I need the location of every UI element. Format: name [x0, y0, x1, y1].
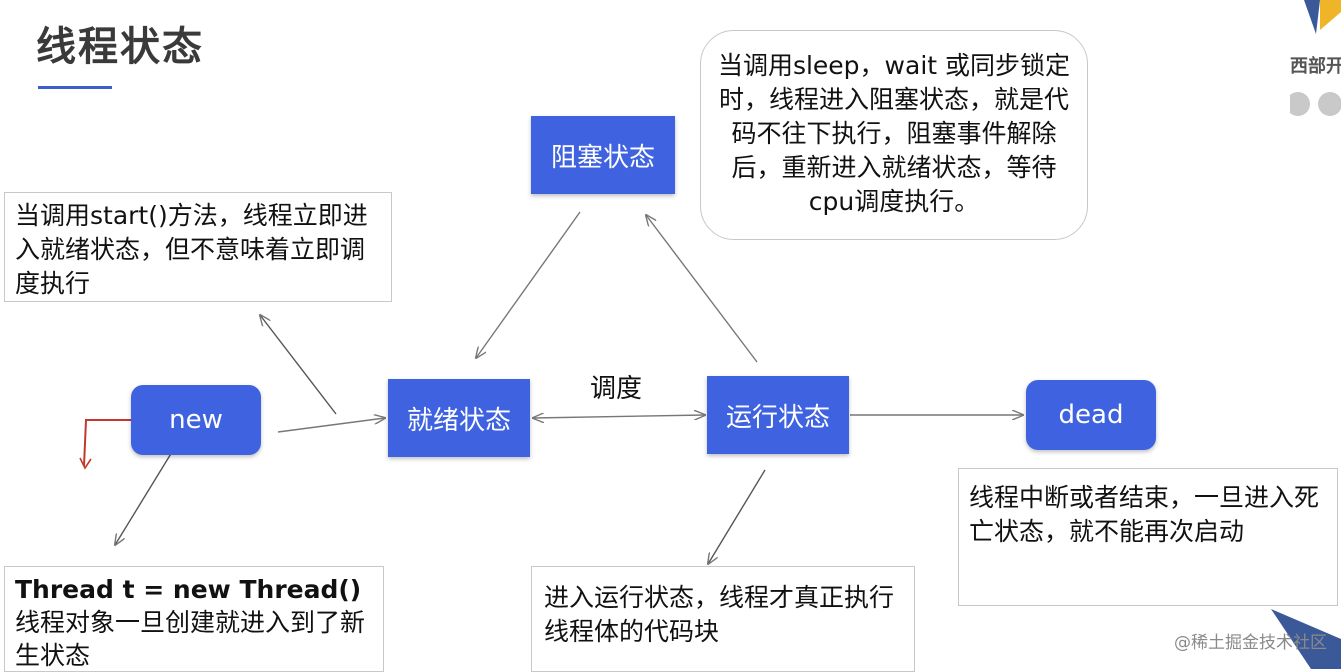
- title-underline: [38, 86, 112, 89]
- pen-annotation-mark: [83, 419, 152, 467]
- state-new: new: [131, 385, 261, 455]
- note-new-desc: 线程对象一旦创建就进入到了新生状态: [15, 608, 366, 670]
- note-running: 进入运行状态，线程才真正执行线程体的代码块: [531, 566, 915, 672]
- arrow-new-to-ready: [277, 418, 385, 433]
- state-dead: dead: [1026, 380, 1156, 450]
- corner-decoration: [1271, 609, 1341, 669]
- slide-dot-2: [1318, 92, 1341, 116]
- arrow-new-to-code-note: [115, 451, 173, 545]
- arrow-running-to-blocked: [646, 215, 758, 363]
- pen-annotation-tip: [79, 457, 92, 470]
- logo-mark-icon: [1304, 0, 1341, 34]
- state-ready: 就绪状态: [388, 379, 530, 457]
- slide-dot-1: [1290, 92, 1310, 116]
- brand-logo: 西部开: [1290, 0, 1341, 120]
- arrow-ready-running: [533, 415, 705, 418]
- arrow-running-to-note: [708, 469, 766, 564]
- page-title: 线程状态: [36, 24, 204, 70]
- logo-text: 西部开: [1290, 56, 1341, 77]
- note-new: Thread t = new Thread() 线程对象一旦创建就进入到了新生状…: [4, 566, 384, 672]
- arrow-to-start-note: [260, 315, 337, 415]
- note-blocked: 当调用sleep，wait 或同步锁定时，线程进入阻塞状态，就是代码不往下执行，…: [700, 30, 1088, 240]
- note-dead: 线程中断或者结束，一旦进入死亡状态，就不能再次启动: [958, 468, 1338, 606]
- state-running: 运行状态: [707, 376, 849, 454]
- watermark: @稀土掘金技术社区: [1174, 633, 1327, 653]
- arrow-blocked-to-ready: [476, 211, 581, 358]
- note-start: 当调用start()方法，线程立即进入就绪状态，但不意味着立即调度执行: [4, 192, 392, 302]
- note-new-code: Thread t = new Thread(): [15, 575, 362, 604]
- state-blocked: 阻塞状态: [531, 116, 675, 194]
- schedule-label: 调度: [590, 374, 643, 404]
